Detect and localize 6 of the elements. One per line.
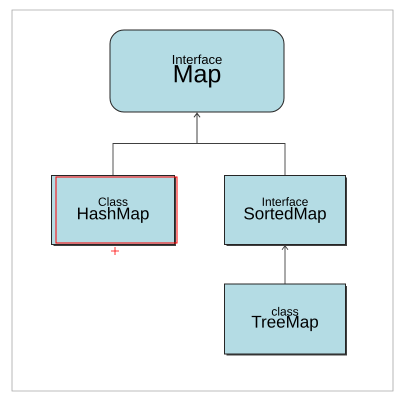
interface-box: Interface Map: [110, 30, 284, 112]
arrow: [282, 245, 288, 284]
class-box: class TreeMap: [224, 284, 346, 354]
class-box: Class HashMap: [51, 175, 175, 245]
class-box: Interface SortedMap: [224, 175, 346, 245]
arrow: [194, 112, 286, 176]
